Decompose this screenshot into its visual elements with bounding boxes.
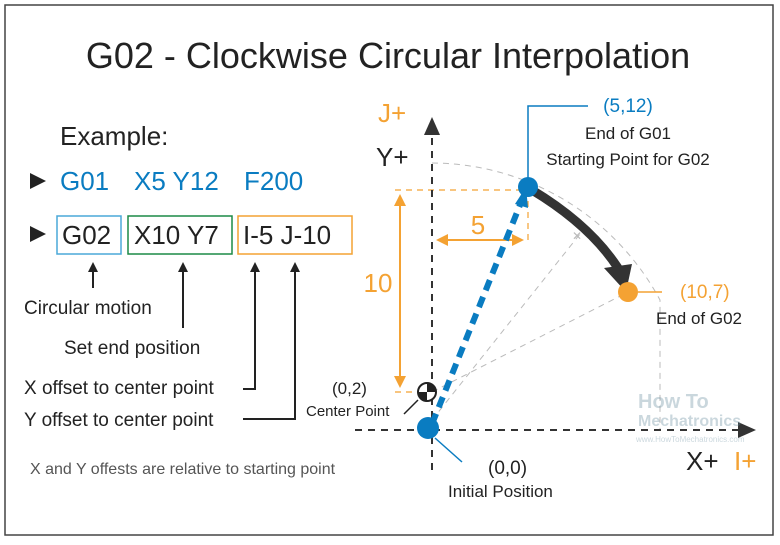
point-5-12 — [518, 177, 538, 197]
example-heading: Example: — [60, 121, 168, 151]
code-f200: F200 — [244, 166, 303, 196]
label-initial-position: Initial Position — [448, 482, 553, 501]
dim-j-value: 10 — [364, 268, 393, 298]
box-ij — [237, 215, 353, 255]
point-0-0 — [417, 417, 439, 439]
label-x-offset: X offset to center point — [24, 378, 214, 399]
frame — [4, 4, 774, 536]
watermark-line1: How To — [638, 391, 709, 413]
dim-i-value: 5 — [471, 210, 485, 240]
annotation-leaders — [88, 262, 300, 420]
axis-j-plus: J+ — [378, 98, 406, 128]
guide-diagonal — [431, 233, 581, 421]
code-x5y12: X5 Y12 — [134, 166, 219, 196]
label-y-offset: Y offset to center point — [24, 410, 214, 431]
watermark-url: www.HowToMechatronics.com — [635, 435, 745, 444]
bullet-arrow-icon — [30, 226, 46, 242]
guide-radius — [431, 291, 629, 393]
guide-x-icon: ✕ — [572, 229, 582, 243]
bullet-arrow-icon — [30, 173, 46, 189]
leader-5-12 — [527, 105, 588, 178]
axis-y-plus: Y+ — [376, 142, 409, 172]
label-end-g01: End of G01 — [585, 124, 671, 143]
label-circular-motion: Circular motion — [24, 298, 152, 319]
coord-5-12: (5,12) — [603, 96, 653, 117]
g02-arc — [527, 185, 623, 273]
box-x10y7 — [127, 215, 233, 255]
code-ij: I-5 J-10 — [243, 220, 331, 250]
watermark-logo: How To Mechatronics www.HowToMechatronic… — [635, 391, 745, 444]
y-axis-arrow-icon — [424, 117, 440, 135]
label-5-12: (5,12) — [603, 96, 653, 117]
label-start-g02: Starting Point for G02 — [546, 150, 709, 169]
box-g02 — [56, 215, 122, 255]
axis-x-plus: X+ — [686, 446, 719, 476]
center-point-icon — [417, 382, 437, 402]
coord-0-0: (0,0) — [488, 458, 527, 479]
coord-10-7: (10,7) — [680, 282, 730, 303]
page-title: G02 - Clockwise Circular Interpolation — [86, 35, 690, 76]
leader-0-0 — [434, 437, 463, 463]
label-end-g02: End of G02 — [656, 309, 742, 328]
g01-path — [429, 198, 525, 426]
leader-0-2 — [403, 399, 419, 415]
code-g02: G02 — [62, 220, 111, 250]
watermark-line2: Mechatronics — [638, 413, 741, 430]
axis-i-plus: I+ — [734, 446, 756, 476]
label-set-end: Set end position — [64, 338, 200, 359]
footnote: X and Y offests are relative to starting… — [30, 461, 336, 478]
guide-arc — [431, 162, 661, 430]
label-center-point: Center Point — [306, 403, 390, 420]
point-10-7 — [618, 282, 638, 302]
code-g01: G01 — [60, 166, 109, 196]
code-x10y7: X10 Y7 — [134, 220, 219, 250]
coord-0-2: (0,2) — [332, 379, 367, 398]
x-axis-arrow-icon — [738, 422, 756, 438]
